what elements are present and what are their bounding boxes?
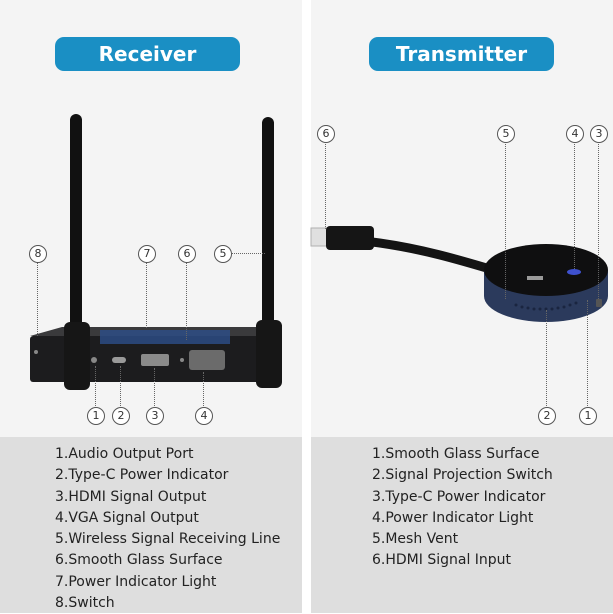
hdmi-plug-housing [326, 226, 374, 250]
legend-item: 4.Power Indicator Light [372, 509, 534, 526]
glass-surface [100, 330, 230, 344]
power-light [567, 269, 581, 275]
legend-item: 2.Signal Projection Switch [372, 467, 553, 484]
typec-port [112, 357, 126, 363]
callout-1: 1 [87, 407, 105, 425]
transmitter-legend: 1.Smooth Glass Surface 2.Signal Projecti… [311, 437, 613, 613]
legend-item: 5.Mesh Vent [372, 531, 459, 548]
legend-item: 6.Smooth Glass Surface [55, 552, 223, 569]
legend-item: 1.Smooth Glass Surface [372, 446, 540, 462]
legend-item: 2.Type-C Power Indicator [55, 467, 229, 484]
antenna-right [262, 117, 274, 327]
callout-8: 8 [29, 245, 47, 263]
callout-1: 1 [579, 407, 597, 425]
legend-item: 7.Power Indicator Light [55, 573, 217, 590]
legend-item: 1.Audio Output Port [55, 446, 194, 462]
callout-4: 4 [566, 125, 584, 143]
legend-item: 6.HDMI Signal Input [372, 552, 512, 569]
callout-4: 4 [195, 407, 213, 425]
callout-2: 2 [112, 407, 130, 425]
legend-item: 3.Type-C Power Indicator [372, 488, 546, 505]
legend-item: 4.VGA Signal Output [55, 509, 199, 526]
legend-item: 3.HDMI Signal Output [55, 488, 207, 505]
typec-port [596, 299, 602, 307]
audio-port [91, 357, 97, 363]
callout-5: 5 [497, 125, 515, 143]
legend-item: 8.Switch [55, 595, 115, 612]
receiver-title: Receiver [55, 37, 240, 71]
hdmi-port [141, 354, 169, 366]
callout-2: 2 [538, 407, 556, 425]
legend-item: 5.Wireless Signal Receiving Line [55, 531, 281, 548]
callout-3: 3 [590, 125, 608, 143]
callout-6: 6 [178, 245, 196, 263]
callout-5: 5 [214, 245, 232, 263]
callout-3: 3 [146, 407, 164, 425]
antenna-left [70, 114, 82, 328]
callout-7: 7 [138, 245, 156, 263]
transmitter-device-image [310, 226, 608, 322]
switch [34, 350, 38, 354]
callout-6: 6 [317, 125, 335, 143]
panel-divider [302, 0, 311, 613]
vga-port [189, 350, 225, 370]
receiver-device-image [30, 114, 282, 390]
transmitter-glass [484, 244, 608, 296]
transmitter-title: Transmitter [369, 37, 554, 71]
cable [371, 237, 502, 277]
receiver-legend: 1.Audio Output Port 2.Type-C Power Indic… [0, 437, 302, 613]
